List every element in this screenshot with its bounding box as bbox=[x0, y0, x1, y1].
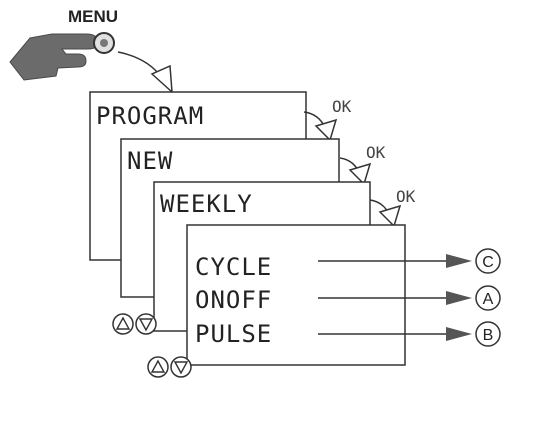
target-a: A bbox=[475, 285, 501, 311]
option-pulse: PULSE bbox=[195, 320, 272, 348]
curved-arrow-icon bbox=[117, 51, 173, 94]
triangle-down-icon bbox=[135, 313, 157, 335]
options-screen: CYCLE ONOFF PULSE bbox=[186, 224, 406, 366]
ok-label-1: OK bbox=[332, 97, 352, 116]
target-b-label: B bbox=[483, 327, 494, 344]
hand-press-icon bbox=[9, 32, 115, 81]
menu-label: MENU bbox=[68, 7, 118, 26]
weekly-title: WEEKLY bbox=[160, 190, 253, 218]
option-onoff: ONOFF bbox=[195, 286, 272, 314]
ok-arrow-2: OK bbox=[339, 143, 386, 186]
option-arrow-cycle bbox=[318, 254, 472, 268]
option-cycle: CYCLE bbox=[195, 253, 272, 281]
triangle-down-icon bbox=[170, 356, 192, 378]
program-title: PROGRAM bbox=[96, 102, 204, 130]
ok-arrow-3: OK bbox=[369, 187, 416, 228]
ok-arrow-1: OK bbox=[303, 97, 352, 142]
nav-buttons-2 bbox=[147, 356, 192, 378]
triangle-up-icon bbox=[112, 313, 134, 335]
triangle-up-icon bbox=[147, 356, 169, 378]
target-a-label: A bbox=[483, 291, 494, 308]
target-b: B bbox=[475, 321, 501, 347]
nav-buttons-1 bbox=[112, 313, 157, 335]
new-title: NEW bbox=[127, 147, 173, 175]
target-c-label: C bbox=[482, 254, 494, 271]
ok-label-2: OK bbox=[366, 143, 386, 162]
option-arrow-pulse bbox=[318, 327, 472, 341]
option-arrow-onoff bbox=[318, 291, 472, 305]
ok-label-3: OK bbox=[396, 187, 416, 206]
target-c: C bbox=[475, 248, 501, 274]
